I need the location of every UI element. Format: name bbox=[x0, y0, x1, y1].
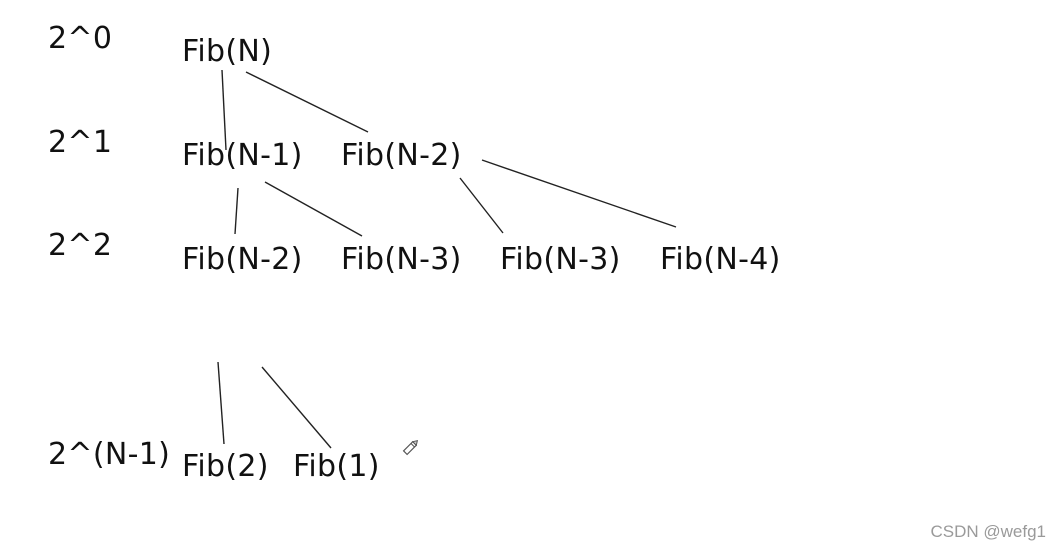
node-fib-n-minus-2-left: Fib(N-2) bbox=[182, 242, 303, 277]
edge-n1a-n2a bbox=[234, 187, 239, 235]
edge-n1b-n2d bbox=[481, 159, 677, 228]
level-label-2: 2^2 bbox=[48, 228, 113, 263]
node-fib-n: Fib(N) bbox=[182, 34, 273, 69]
level-label-0: 2^0 bbox=[48, 21, 113, 56]
level-label-n-minus-1: 2^(N-1) bbox=[48, 437, 171, 472]
csdn-watermark: CSDN @wefg1 bbox=[930, 522, 1046, 541]
node-fib-n-minus-3-right: Fib(N-3) bbox=[500, 242, 621, 277]
node-fib-1: Fib(1) bbox=[293, 449, 380, 484]
node-fib-n-minus-4: Fib(N-4) bbox=[660, 242, 781, 277]
node-fib-n-minus-2: Fib(N-2) bbox=[341, 138, 462, 173]
node-fib-n-minus-3-left: Fib(N-3) bbox=[341, 242, 462, 277]
pencil-icon bbox=[402, 439, 419, 456]
edge-root-n1b bbox=[245, 71, 369, 133]
edge-n1b-n2c bbox=[459, 177, 504, 234]
node-fib-2: Fib(2) bbox=[182, 449, 269, 484]
edge-to-leaf-b bbox=[261, 366, 332, 449]
edge-root-n1a bbox=[221, 69, 227, 151]
node-fib-n-minus-1: Fib(N-1) bbox=[182, 138, 303, 173]
edge-to-leaf-a bbox=[217, 361, 225, 445]
level-label-1: 2^1 bbox=[48, 125, 113, 160]
edge-n1a-n2b bbox=[264, 181, 363, 237]
